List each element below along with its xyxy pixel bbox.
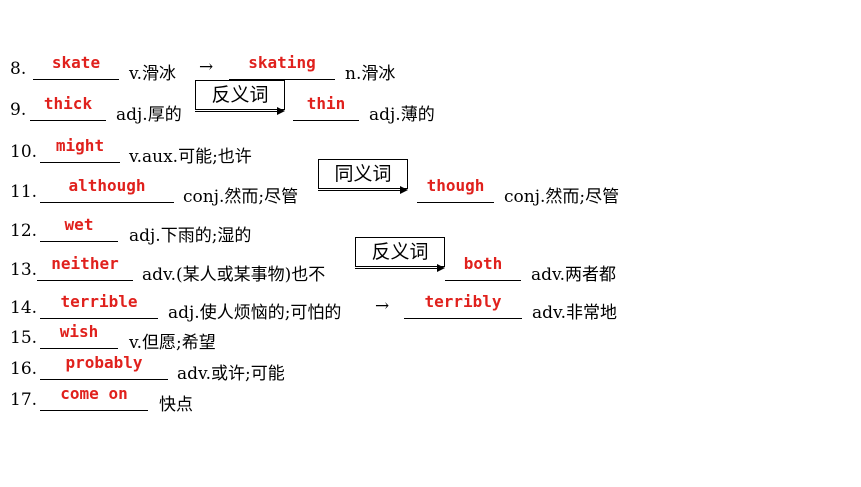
relation-arrow bbox=[355, 264, 445, 272]
item-number: 8. bbox=[10, 59, 27, 79]
answer-blank bbox=[40, 379, 168, 380]
definition: adj.下雨的;湿的 bbox=[129, 226, 252, 246]
relation-arrow bbox=[318, 186, 408, 194]
answer-blank-2 bbox=[229, 79, 335, 80]
item-number: 10. bbox=[10, 142, 38, 162]
derivation-arrow: → bbox=[199, 57, 214, 77]
relation-arrow bbox=[195, 107, 285, 115]
definition: adv.或许;可能 bbox=[177, 364, 285, 384]
relation-box: 反义词 bbox=[355, 237, 445, 267]
item-number: 14. bbox=[10, 298, 38, 318]
vocab-item-13: 13. neither adv.(某人或某事物)也不 反义词 both adv.… bbox=[0, 237, 861, 285]
definition-2: n.滑冰 bbox=[345, 64, 396, 84]
answer-blank bbox=[37, 280, 133, 281]
item-number: 15. bbox=[10, 328, 38, 348]
definition-2: adv.两者都 bbox=[531, 265, 617, 285]
answer-word: wet bbox=[64, 215, 94, 234]
definition-2: conj.然而;尽管 bbox=[504, 187, 620, 207]
definition-2: adj.薄的 bbox=[369, 105, 435, 125]
answer-blank bbox=[40, 318, 158, 319]
answer-word: thick bbox=[43, 94, 93, 113]
vocab-item-15: 15. wish v.但愿;希望 bbox=[0, 322, 861, 353]
answer-word-2: though bbox=[426, 176, 485, 195]
answer-word: come on bbox=[60, 384, 128, 403]
answer-blank bbox=[33, 79, 119, 80]
vocab-item-14: 14. terrible adj.使人烦恼的;可怕的 → terribly ad… bbox=[0, 292, 861, 323]
definition: conj.然而;尽管 bbox=[183, 187, 299, 207]
answer-word: neither bbox=[51, 254, 119, 273]
answer-word: wish bbox=[59, 322, 99, 341]
vocab-item-10: 10. might v.aux.可能;也许 bbox=[0, 136, 861, 167]
answer-blank bbox=[40, 410, 148, 411]
answer-word-2: both bbox=[463, 254, 503, 273]
item-number: 17. bbox=[10, 390, 38, 410]
answer-word-2: terribly bbox=[424, 292, 502, 311]
answer-blank bbox=[40, 348, 118, 349]
relation-box: 同义词 bbox=[318, 159, 408, 189]
answer-blank bbox=[30, 120, 106, 121]
vocab-item-12: 12. wet adj.下雨的;湿的 bbox=[0, 215, 861, 246]
vocab-item-11: 11. although conj.然而;尽管 同义词 though conj.… bbox=[0, 159, 861, 207]
vocab-item-16: 16. probably adv.或许;可能 bbox=[0, 353, 861, 384]
answer-word-2: thin bbox=[306, 94, 346, 113]
answer-blank bbox=[40, 162, 120, 163]
definition: v.滑冰 bbox=[129, 64, 176, 84]
answer-word: skate bbox=[51, 53, 101, 72]
definition: adj.使人烦恼的;可怕的 bbox=[168, 303, 342, 323]
answer-word-2: skating bbox=[248, 53, 316, 72]
definition: v.但愿;希望 bbox=[129, 333, 216, 353]
answer-blank-2 bbox=[445, 280, 521, 281]
relation-box: 反义词 bbox=[195, 80, 285, 110]
answer-blank-2 bbox=[404, 318, 522, 319]
answer-blank-2 bbox=[293, 120, 359, 121]
item-number: 9. bbox=[10, 100, 27, 120]
item-number: 13. bbox=[10, 260, 38, 280]
definition: 快点 bbox=[159, 395, 193, 415]
definition-2: adv.非常地 bbox=[532, 303, 618, 323]
answer-word: might bbox=[55, 136, 105, 155]
definition: v.aux.可能;也许 bbox=[129, 147, 252, 167]
vocab-item-9: 9. thick adj.厚的 反义词 thin adj.薄的 bbox=[0, 80, 861, 125]
item-number: 11. bbox=[10, 182, 38, 202]
answer-blank bbox=[40, 202, 174, 203]
item-number: 12. bbox=[10, 221, 38, 241]
vocab-item-8: 8. skate v.滑冰 → skating n.滑冰 bbox=[0, 53, 861, 84]
derivation-arrow: → bbox=[375, 296, 390, 316]
answer-word: probably bbox=[65, 353, 143, 372]
answer-word: although bbox=[68, 176, 146, 195]
answer-word: terrible bbox=[60, 292, 138, 311]
answer-blank bbox=[40, 241, 118, 242]
vocab-item-17: 17. come on 快点 bbox=[0, 384, 861, 415]
definition: adj.厚的 bbox=[116, 105, 182, 125]
definition: adv.(某人或某事物)也不 bbox=[142, 265, 326, 285]
item-number: 16. bbox=[10, 359, 38, 379]
answer-blank-2 bbox=[417, 202, 494, 203]
